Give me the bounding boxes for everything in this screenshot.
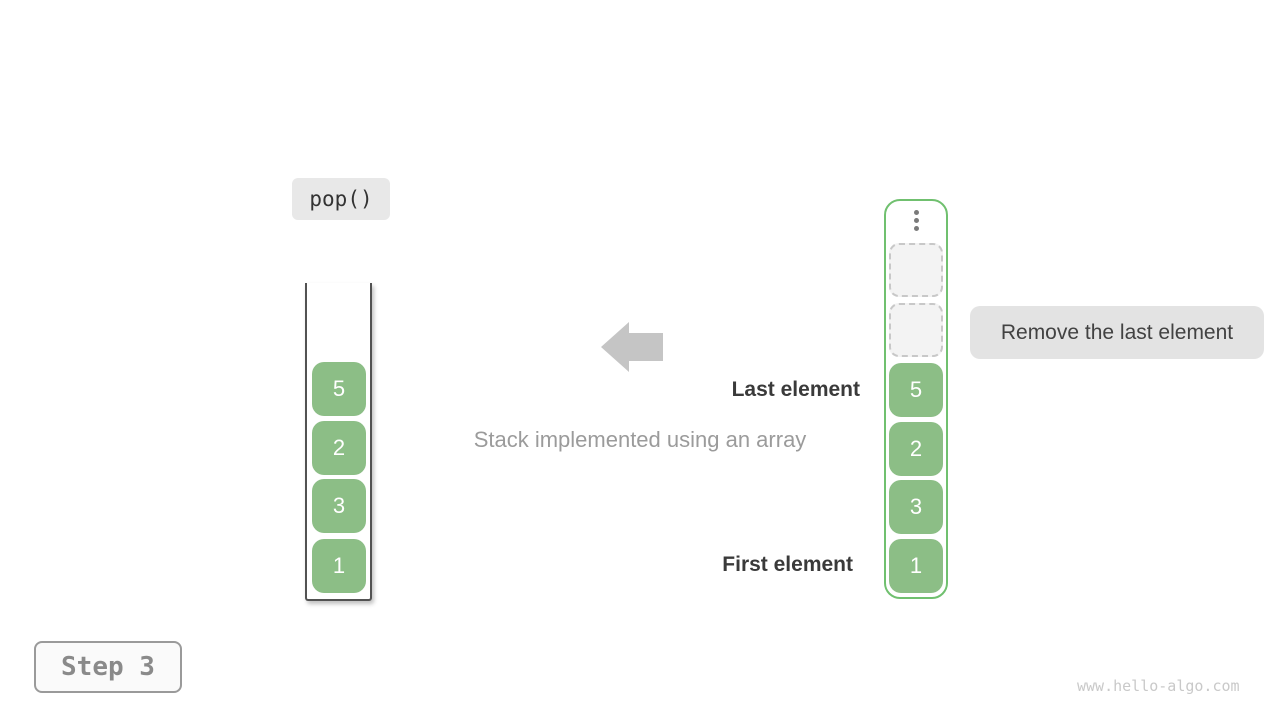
- stack-cell: 2: [312, 421, 366, 475]
- operation-label: pop(): [292, 178, 390, 220]
- array-empty-slot: [889, 243, 943, 297]
- array-cell: 2: [889, 422, 943, 476]
- watermark: www.hello-algo.com: [1077, 677, 1240, 695]
- array-cell: 5: [889, 363, 943, 417]
- ellipsis-icon: [886, 210, 946, 231]
- stack-cell: 3: [312, 479, 366, 533]
- last-element-label: Last element: [731, 378, 860, 401]
- stack-cell: 1: [312, 539, 366, 593]
- stack-cell: 5: [312, 362, 366, 416]
- annotation-bubble: Remove the last element: [970, 306, 1264, 359]
- step-badge: Step 3: [34, 641, 182, 693]
- diagram-caption: Stack implemented using an array: [473, 427, 807, 452]
- array-container: 5 2 3 1: [884, 199, 948, 599]
- stack-container: 5 2 3 1: [305, 283, 372, 601]
- first-element-label: First element: [722, 553, 853, 576]
- array-empty-slot: [889, 303, 943, 357]
- array-cell: 3: [889, 480, 943, 534]
- array-cell: 1: [889, 539, 943, 593]
- left-arrow-icon: [601, 322, 663, 372]
